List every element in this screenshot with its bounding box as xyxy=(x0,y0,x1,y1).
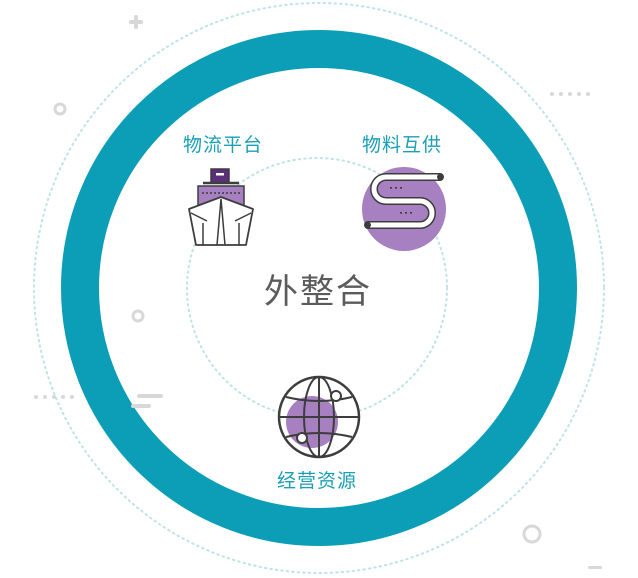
node-label-material-supply: 物料互供 xyxy=(362,134,443,156)
node-label-logistics: 物流平台 xyxy=(183,134,264,156)
ring-decoration xyxy=(522,524,542,544)
ring-decoration xyxy=(53,102,67,116)
main-teal-ring xyxy=(61,30,577,546)
center-title: 外整合 xyxy=(264,272,372,312)
dash-decoration xyxy=(131,394,163,408)
plus-decoration xyxy=(129,15,143,29)
dash-decoration xyxy=(588,566,602,569)
ship-icon xyxy=(188,168,254,246)
globe-icon xyxy=(277,375,361,459)
outer-dotted-ring xyxy=(33,2,605,574)
dots-decoration-left xyxy=(34,395,74,399)
ring-decoration xyxy=(131,309,145,323)
dots-decoration-right xyxy=(550,92,590,96)
node-label-business-resources: 经营资源 xyxy=(277,470,358,492)
supply-path-icon xyxy=(362,167,446,251)
